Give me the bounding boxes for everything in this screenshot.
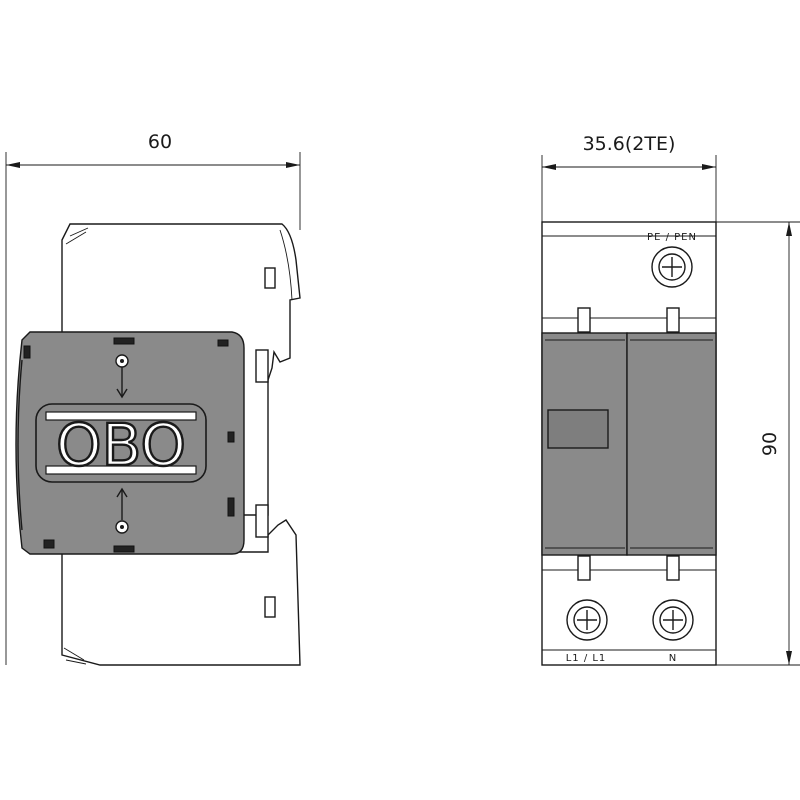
- side-slot-lower: [264, 596, 276, 618]
- height-label: 90: [759, 432, 781, 456]
- side-housing-lower: [61, 519, 301, 666]
- lock-indicator-bottom-icon: [115, 487, 129, 534]
- module-right: [626, 332, 717, 556]
- front-view: 35.6(2TE) 90 PE / PEN: [541, 133, 800, 666]
- side-view: 60: [5, 131, 301, 666]
- logo-text: OBO: [56, 411, 186, 479]
- rail-clip-lower: [255, 504, 269, 538]
- screw-terminal-top-icon: [651, 246, 693, 288]
- width-dimension: 60: [5, 131, 301, 665]
- obo-logo: OBO: [35, 403, 207, 483]
- contact-upper-right: [666, 307, 680, 333]
- terminal-label-top: PE / PEN: [647, 232, 697, 243]
- height-dimension: 90: [716, 221, 800, 666]
- contact-lower-left: [577, 555, 591, 581]
- side-slot-upper: [264, 267, 276, 289]
- screw-terminal-bottom-right-icon: [652, 599, 694, 641]
- contact-lower-right: [666, 555, 680, 581]
- terminal-label-bottom-right: N: [669, 653, 677, 664]
- rail-clip-upper: [255, 349, 269, 383]
- depth-label: 35.6(2TE): [583, 133, 676, 155]
- terminal-label-bottom-left: L1 / L1: [566, 653, 607, 664]
- width-label: 60: [148, 131, 172, 153]
- module-handle: [547, 409, 609, 449]
- screw-terminal-bottom-left-icon: [566, 599, 608, 641]
- depth-dimension: 35.6(2TE): [541, 133, 717, 225]
- lock-indicator-top-icon: [115, 354, 129, 399]
- contact-upper-left: [577, 307, 591, 333]
